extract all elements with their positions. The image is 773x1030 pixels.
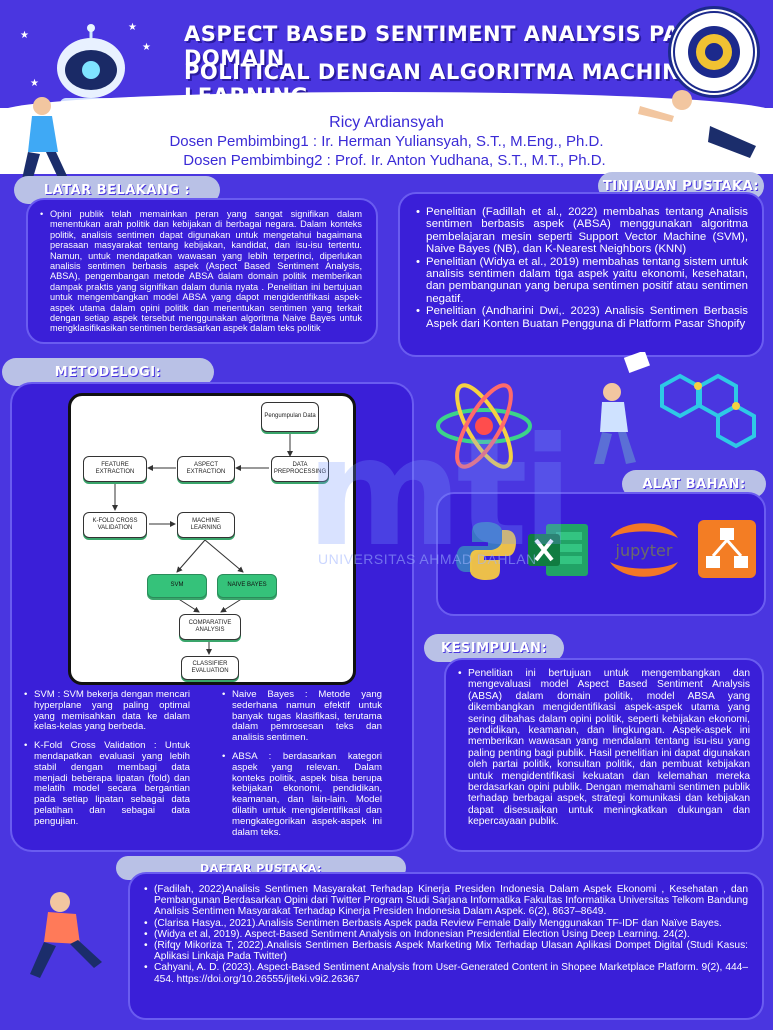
- tinjauan-pustaka-panel: Penelitian (Fadillah et al., 2022) memba…: [398, 192, 764, 357]
- person-illustration: [594, 352, 651, 464]
- molecule-icon: [660, 373, 756, 449]
- person-illustration: [20, 97, 68, 188]
- node-aspect-extraction: ASPECT EXTRACTION: [177, 456, 235, 482]
- reference-item: (Clarisa Hasya., 2021).Analisis Sentimen…: [144, 918, 748, 929]
- method-desc-item: SVM : SVM bekerja dengan mencari hyperpl…: [24, 689, 190, 733]
- workflow-tool-icon: [698, 520, 756, 578]
- latar-belakang-panel: Opini publik telah memainkan peran yang …: [26, 198, 378, 344]
- kesimpulan-panel: Penelitian ini bertujuan untuk mengemban…: [444, 658, 764, 852]
- node-data-preprocessing: DATA PREPROCESSING: [271, 456, 329, 482]
- reference-item: Cahyani, A. D. (2023). Aspect-Based Sent…: [144, 962, 748, 984]
- method-desc-right: Naive Bayes : Metode yang sederhana namu…: [222, 689, 382, 838]
- node-pengumpulan-data: Pengumpulan Data: [261, 402, 319, 432]
- methodology-diagram: Pengumpulan Data DATA PREPROCESSING ASPE…: [68, 393, 356, 685]
- node-comparative-analysis: COMPARATIVE ANALYSIS: [179, 614, 241, 640]
- star-icon: ★: [142, 42, 151, 53]
- reference-item: (Widya et al, 2019). Aspect-Based Sentim…: [144, 929, 748, 940]
- node-svm: SVM: [147, 574, 207, 598]
- star-icon: ★: [20, 30, 29, 41]
- kesimpulan-label: KESIMPULAN:: [424, 634, 564, 662]
- author-band: [0, 92, 773, 174]
- node-naive-bayes: NAIVE BAYES: [217, 574, 277, 598]
- node-feature-extraction: FEATURE EXTRACTION: [83, 456, 147, 482]
- tinjauan-item: Penelitian (Widya et al., 2019) membahas…: [416, 256, 748, 306]
- star-icon: ★: [30, 78, 39, 89]
- tinjauan-item: Penelitian (Andharini Dwi,. 2023) Analis…: [416, 305, 748, 330]
- atom-icon: [436, 383, 532, 469]
- method-desc-item: Naive Bayes : Metode yang sederhana namu…: [222, 689, 382, 744]
- star-icon: ★: [128, 22, 137, 33]
- excel-icon: [528, 524, 588, 576]
- method-desc-item: K-Fold Cross Validation : Untuk mendapat…: [24, 740, 190, 827]
- author-name: Ricy Ardiansyah: [329, 114, 444, 131]
- university-logo: [668, 6, 760, 98]
- metodologi-label: METODELOGI:: [2, 358, 214, 386]
- reference-item: (Rifqy Mikoriza T, 2022).Analisis Sentim…: [144, 940, 748, 962]
- latar-belakang-text: Opini publik telah memainkan peran yang …: [40, 209, 362, 334]
- watermark-university: UNIVERSITAS AHMAD DAHLAN: [318, 551, 537, 567]
- python-icon: [456, 522, 516, 580]
- daftar-pustaka-panel: (Fadilah, 2022)Analisis Sentimen Masyara…: [128, 872, 764, 1020]
- tinjauan-item: Penelitian (Fadillah et al., 2022) memba…: [416, 206, 748, 256]
- node-machine-learning: MACHINE LEARNING: [177, 512, 235, 538]
- reference-item: (Fadilah, 2022)Analisis Sentimen Masyara…: [144, 884, 748, 918]
- method-desc-left: SVM : SVM bekerja dengan mencari hyperpl…: [24, 689, 190, 828]
- method-desc-item: ABSA : berdasarkan kategori aspek yang r…: [222, 751, 382, 838]
- jupyter-label: jupyter: [615, 541, 673, 560]
- advisor-2: Dosen Pembimbing2 : Prof. Ir. Anton Yudh…: [183, 152, 606, 169]
- node-classifier-evaluation: CLASSIFIER EVALUATION: [181, 656, 239, 680]
- advisor-1: Dosen Pembimbing1 : Ir. Herman Yuliansya…: [169, 133, 604, 150]
- person-illustration: [638, 90, 756, 158]
- node-kfold-cross-validation: K-FOLD CROSS VALIDATION: [83, 512, 147, 538]
- person-illustration: [30, 892, 102, 978]
- diagram-arrows: [112, 434, 293, 655]
- jupyter-icon: jupyter: [610, 523, 678, 577]
- watermark-mti: mti: [306, 406, 573, 580]
- kesimpulan-text: Penelitian ini bertujuan untuk mengemban…: [458, 668, 750, 828]
- poster-title-line1: ASPECT BASED SENTIMENT ANALYSIS PADA DOM…: [184, 22, 715, 70]
